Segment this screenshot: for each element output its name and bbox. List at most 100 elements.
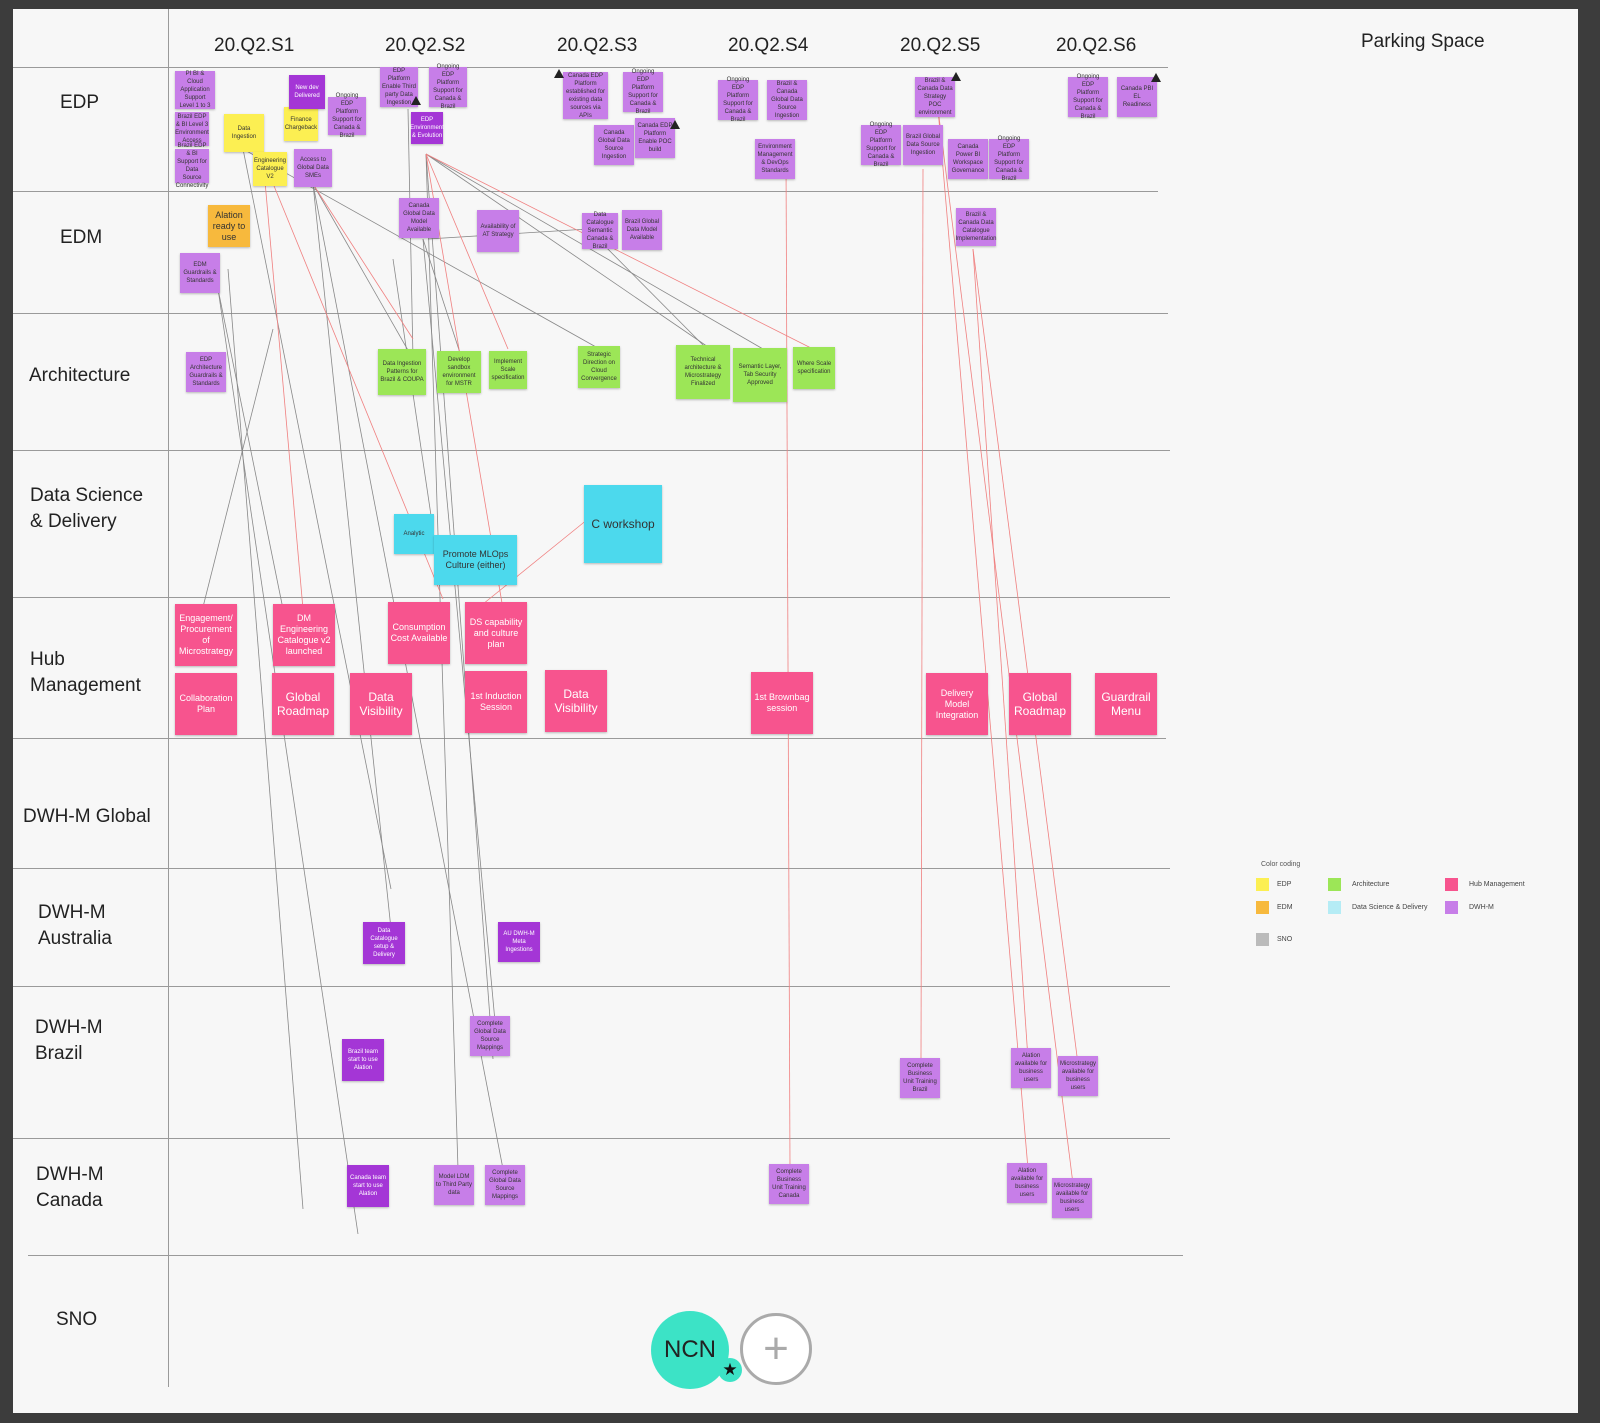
warning-icon xyxy=(1151,73,1161,82)
sticky-note[interactable]: PI BI & Cloud Application Support Level … xyxy=(175,71,215,109)
sticky-note[interactable]: Brazil & Canada Data Catalogue Implement… xyxy=(955,208,997,246)
sticky-note[interactable]: Alation ready to use xyxy=(208,205,250,247)
legend-swatch-architecture xyxy=(1328,878,1341,891)
sticky-note[interactable]: Brazil Global Data Source Ingestion xyxy=(903,125,943,165)
row-label-edm: EDM xyxy=(60,227,103,248)
sticky-note[interactable]: Strategic Direction on Cloud Convergence xyxy=(578,346,620,388)
row-header-divider xyxy=(168,9,169,1387)
legend-label: Architecture xyxy=(1352,881,1390,888)
sticky-note[interactable]: Collaboration Plan xyxy=(175,673,237,735)
sticky-note[interactable]: Engagement/ Procurement of Microstrategy xyxy=(175,604,237,666)
sticky-note[interactable]: Semantic Layer, Tab Security Approved xyxy=(733,348,787,402)
plus-icon[interactable]: + xyxy=(740,1313,812,1385)
row-divider xyxy=(13,67,1168,68)
column-header: 20.Q2.S3 xyxy=(557,35,638,56)
sticky-note[interactable]: Data Visibility xyxy=(545,670,607,732)
sticky-note[interactable]: Complete Global Data Source Mappings xyxy=(470,1016,510,1056)
sticky-note[interactable]: EDP Environment & Evolution xyxy=(410,112,444,144)
sticky-note[interactable]: Canada PBI EL Readiness xyxy=(1117,77,1157,117)
row-label-data-science: Data Science & Delivery xyxy=(30,485,144,532)
sticky-note[interactable]: Brazil & Canada Global Data Source Inges… xyxy=(767,80,807,120)
legend-label: Data Science & Delivery xyxy=(1352,904,1428,911)
sticky-note[interactable]: New dev Delivered xyxy=(289,75,325,109)
sticky-note[interactable]: Complete Business Unit Training Brazil xyxy=(900,1058,940,1098)
row-divider xyxy=(13,450,1170,451)
sticky-note[interactable]: EDM Guardrails & Standards xyxy=(180,253,220,293)
sticky-note[interactable]: Delivery Model Integration xyxy=(926,673,988,735)
sticky-note[interactable]: Canada EDP Platform established for exis… xyxy=(563,72,608,119)
sticky-note[interactable]: EDP Platform Enable Third party Data Ing… xyxy=(380,67,418,107)
row-label-sno: SNO xyxy=(56,1309,98,1330)
sticky-note[interactable]: DM Engineering Catalogue v2 launched xyxy=(273,604,335,666)
sticky-note[interactable]: Canada team start to use Alation xyxy=(347,1165,389,1207)
sticky-note[interactable]: Complete Global Data Source Mappings xyxy=(485,1165,525,1205)
sticky-note[interactable]: Complete Business Unit Training Canada xyxy=(769,1164,809,1204)
sticky-note[interactable]: Data Ingestion xyxy=(224,114,264,152)
legend-label: Hub Management xyxy=(1469,881,1525,888)
sticky-note[interactable]: Ongoing EDP Platform Support for Canada … xyxy=(718,77,758,123)
warning-icon xyxy=(411,96,421,105)
sticky-note[interactable]: Technical architecture & Microstrategy F… xyxy=(676,345,730,399)
sticky-note[interactable]: Data Catalogue setup & Delivery xyxy=(363,922,405,964)
sticky-note[interactable]: Brazil & Canada Data Strategy POC enviro… xyxy=(915,77,955,117)
sticky-note[interactable]: AU DWH-M Meta Ingestions xyxy=(498,922,540,962)
row-divider xyxy=(13,986,1170,987)
sticky-note[interactable]: Finance Chargeback xyxy=(284,107,318,141)
sticky-note[interactable]: Develop sandbox environment for MSTR xyxy=(437,351,481,393)
row-divider xyxy=(28,1255,1183,1256)
sticky-note[interactable]: Ongoing EDP Platform Support for Canada … xyxy=(429,64,467,110)
sticky-note[interactable]: Access to Global Data SMEs xyxy=(294,149,332,187)
sticky-note[interactable]: 1st Induction Session xyxy=(465,671,527,733)
sticky-note[interactable]: Availability of AT Strategy xyxy=(477,210,519,252)
sticky-note[interactable]: Ongoing EDP Platform Support for Canada … xyxy=(328,93,366,139)
dependency-links xyxy=(202,108,1079,1235)
sticky-note[interactable]: Consumption Cost Available xyxy=(388,602,450,664)
sticky-note[interactable]: Ongoing EDP Platform Support for Canada … xyxy=(989,136,1029,182)
column-header: 20.Q2.S5 xyxy=(900,35,981,56)
sticky-note[interactable]: Analytic xyxy=(394,514,434,554)
sticky-note[interactable]: Ongoing EDP Platform Support for Canada … xyxy=(861,122,901,168)
row-label-edp: EDP xyxy=(60,92,100,113)
sticky-note[interactable]: EDP Architecture Guardrails & Standards xyxy=(186,352,226,392)
sticky-note[interactable]: Where Scale specification xyxy=(793,347,835,389)
sticky-note[interactable]: Global Roadmap xyxy=(1009,673,1071,735)
sticky-note[interactable]: Environment Management & DevOps Standard… xyxy=(755,139,795,179)
sticky-note[interactable]: Engineering Catalogue V2 xyxy=(253,152,287,186)
legend-title: Color coding xyxy=(1261,861,1301,868)
legend-swatch-hub-management xyxy=(1445,878,1458,891)
sticky-note[interactable]: C workshop xyxy=(584,485,662,563)
sticky-note[interactable]: Global Roadmap xyxy=(272,673,334,735)
sticky-note[interactable]: Brazil team start to use Alation xyxy=(342,1039,384,1081)
sticky-note[interactable]: Canada Global Data Model Available xyxy=(399,198,439,238)
sticky-note[interactable]: Brazil Global Data Model Available xyxy=(622,210,662,250)
legend-label: EDP xyxy=(1277,881,1292,888)
sticky-note[interactable]: Alation available for business users xyxy=(1011,1048,1051,1088)
column-header: 20.Q2.S6 xyxy=(1056,35,1137,56)
sticky-note[interactable]: Brazil EDP & BI Support for Data Source … xyxy=(175,143,209,189)
sticky-note[interactable]: Model LDM to Third Party data xyxy=(434,1165,474,1205)
legend-label: EDM xyxy=(1277,904,1293,911)
sticky-note[interactable]: Microstrategy available for business use… xyxy=(1058,1056,1098,1096)
sticky-note[interactable]: Guardrail Menu xyxy=(1095,673,1157,735)
sticky-note[interactable]: Promote MLOps Culture (either) xyxy=(434,535,517,585)
sticky-note[interactable]: Canada Global Data Source Ingestion xyxy=(594,125,634,165)
sticky-note[interactable]: DS capability and culture plan xyxy=(465,602,527,664)
user-avatar[interactable]: NCN xyxy=(651,1311,729,1389)
sticky-note[interactable]: Implement Scale specification xyxy=(489,351,527,389)
row-divider xyxy=(13,1138,1170,1139)
sticky-note[interactable]: Microstrategy available for business use… xyxy=(1052,1178,1092,1218)
sticky-note[interactable]: Alation available for business users xyxy=(1007,1163,1047,1203)
parking-space-header: Parking Space xyxy=(1361,31,1485,52)
row-label-dwhm-australia: DWH-M Australia xyxy=(38,902,112,949)
row-divider xyxy=(13,191,1158,192)
sticky-note[interactable]: 1st Brownbag session xyxy=(751,672,813,734)
sticky-note[interactable]: Brazil EDP & BI Level 3 Environment Acce… xyxy=(175,112,209,146)
sticky-note[interactable]: Data Catalogue Semantic Canada & Brazil xyxy=(582,212,618,250)
sticky-note[interactable]: Canada Power BI Workspace Governance xyxy=(948,139,988,179)
sticky-note[interactable]: Ongoing EDP Platform Support for Canada … xyxy=(1068,74,1108,120)
sticky-note[interactable]: Data Ingestion Patterns for Brazil & COU… xyxy=(378,349,426,395)
sticky-note[interactable]: Ongoing EDP Platform Support for Canada … xyxy=(623,69,663,115)
planning-board[interactable]: 20.Q2.S1 20.Q2.S2 20.Q2.S3 20.Q2.S4 20.Q… xyxy=(13,9,1578,1413)
sticky-note[interactable]: Canada EDP Platform Enable POC build xyxy=(635,118,675,158)
sticky-note[interactable]: Data Visibility xyxy=(350,673,412,735)
